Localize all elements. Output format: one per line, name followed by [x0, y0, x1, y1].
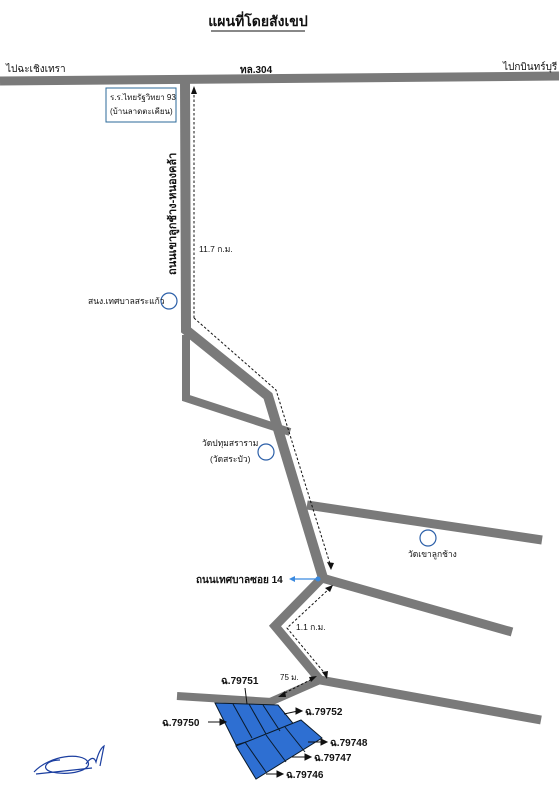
- route-main-lower: [193, 317, 332, 568]
- label-distance-11-7: 11.7 ก.ม.: [199, 244, 233, 254]
- road-khaoluekchang-nongkhla: [180, 80, 328, 580]
- signature-stroke-3: [35, 767, 93, 775]
- arrowhead-up: [191, 86, 197, 94]
- temple-pathum-marker: [257, 443, 275, 461]
- arrowhead-down: [327, 562, 334, 570]
- label-to-chachoengsao: ไปฉะเชิงเทรา: [5, 63, 66, 75]
- parcel-pointers: [208, 687, 329, 778]
- parcel-divider-4: [244, 741, 267, 773]
- road-west-parcels: [176, 692, 273, 706]
- map-title: แผนที่โดยสังเขป: [208, 11, 308, 29]
- land-parcels: [214, 702, 323, 780]
- label-parcel-79746: ฉ.79746: [286, 770, 324, 781]
- parcel-divider-6: [284, 726, 306, 753]
- label-vertical-road: ถนนเขาลูกช้าง-หนองคล้า: [166, 153, 180, 275]
- pointer-79752-head: [295, 707, 304, 715]
- road-soi14-south: [268, 574, 326, 683]
- route-arrowheads: [191, 86, 334, 697]
- arrowhead-soi-bottom: [322, 671, 328, 679]
- soi-junction-dot: [315, 576, 321, 582]
- temple-khaoluekchang-marker: [419, 529, 437, 547]
- label-highway: ทล.304: [240, 65, 273, 76]
- parcel-area-south: [235, 719, 323, 780]
- route-dashes: [193, 92, 332, 696]
- pointer-79748-head: [320, 738, 329, 746]
- highway-304: [0, 71, 559, 86]
- label-parcel-79747: ฉ.79747: [314, 753, 352, 764]
- parcel-divider-1: [232, 703, 253, 739]
- signature-mark: [33, 744, 105, 775]
- parcel-divider-2: [248, 703, 267, 735]
- pointer-79746-head: [276, 770, 285, 778]
- arrowhead-75m-right: [309, 676, 317, 682]
- route-soi: [286, 587, 331, 677]
- roads: [0, 71, 559, 725]
- road-east-temple: [306, 500, 543, 545]
- label-parcel-79748: ฉ.79748: [330, 738, 368, 749]
- label-municipal-office: สนง.เทศบาลสระแก้ว: [88, 296, 165, 306]
- label-distance-75: 75 ม.: [280, 673, 299, 682]
- label-soi-14: ถนนเทศบาลซอย 14: [196, 575, 283, 586]
- road-south-east: [319, 675, 542, 725]
- signature-stroke-1: [33, 755, 89, 774]
- label-temple-khaoluekchang: วัดเขาลูกช้าง: [408, 549, 457, 560]
- label-temple-pathum: วัดปทุมสราราม: [202, 438, 258, 449]
- arrowhead-75m-left: [278, 691, 286, 697]
- label-temple-pathum-alt: (วัดสระบัว): [210, 454, 251, 464]
- municipal-office-marker: [160, 292, 178, 310]
- school-box-frame: [105, 87, 177, 123]
- road-soi14-east: [320, 573, 514, 637]
- school-village: (บ้านลาดตะเคียน): [110, 107, 173, 116]
- label-parcel-79752: ฉ.79752: [305, 707, 343, 718]
- school-box: ร.ร.ไทยรัฐวิทยา 93 (บ้านลาดตะเคียน): [105, 87, 177, 123]
- pointer-79750-head: [219, 718, 228, 726]
- label-parcel-79750: ฉ.79750: [162, 718, 200, 729]
- route-75m: [280, 677, 315, 696]
- school-name: ร.ร.ไทยรัฐวิทยา 93: [110, 93, 176, 102]
- road-loop: [182, 335, 292, 436]
- label-distance-1-1: 1.1 ก.ม.: [296, 622, 326, 632]
- label-to-kabinburi: ไปกบินทร์บุรี: [502, 61, 558, 73]
- parcel-dividers: [232, 703, 306, 773]
- pointer-79747-head: [304, 753, 313, 761]
- road-to-parcels: [268, 676, 322, 706]
- soi-pointer-head: [289, 576, 295, 582]
- label-parcel-79751: ฉ.79751: [221, 676, 259, 687]
- parcel-divider-5: [265, 734, 287, 763]
- parcel-divider-3: [262, 704, 281, 732]
- arrowhead-soi-top: [325, 585, 333, 592]
- signature-stroke-2: [85, 744, 105, 767]
- pointer-79751: [244, 687, 248, 705]
